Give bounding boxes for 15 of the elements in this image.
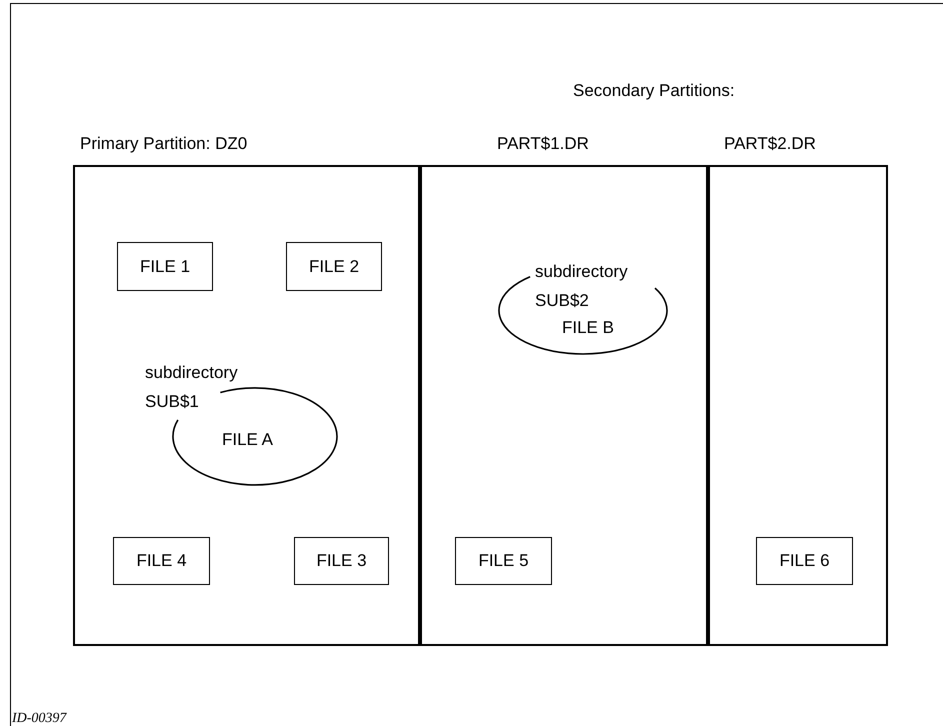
partition-heading: PART$2.DR (724, 133, 816, 155)
figure-id: ID-00397 (12, 710, 66, 726)
file-box: FILE 1 (117, 242, 213, 291)
partition-heading: Primary Partition: DZ0 (80, 133, 248, 155)
file-box: FILE 4 (113, 537, 210, 585)
file-box: FILE 2 (286, 242, 382, 291)
file-box: FILE 5 (455, 537, 552, 585)
subdirectory-label: subdirectory SUB$2 (535, 261, 629, 312)
partition-heading: PART$1.DR (497, 133, 589, 155)
file-box: FILE 3 (294, 537, 389, 585)
file-name: FILE A (222, 429, 274, 451)
subdirectory-label: subdirectory SUB$1 (145, 362, 239, 413)
file-box: FILE 6 (756, 537, 853, 585)
section-heading: Secondary Partitions: (573, 80, 735, 102)
file-name: FILE B (562, 317, 614, 339)
